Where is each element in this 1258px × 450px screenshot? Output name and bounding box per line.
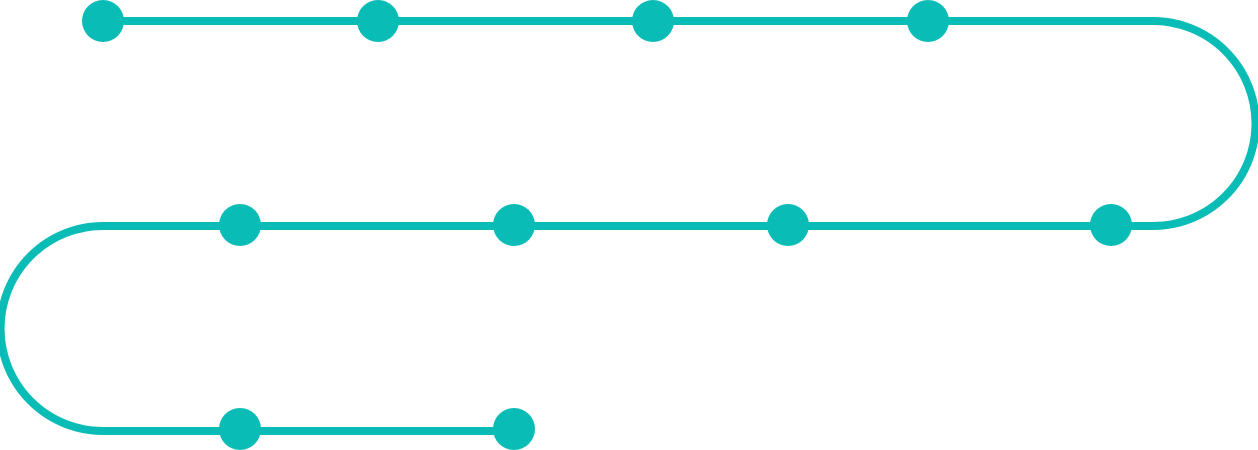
milestone-dot-9 (219, 408, 261, 450)
milestone-dot-7 (493, 204, 535, 246)
milestone-dot-10 (493, 408, 535, 450)
milestone-dot-2 (357, 0, 399, 42)
milestone-dot-5 (1090, 204, 1132, 246)
milestone-dot-6 (767, 204, 809, 246)
milestone-dot-3 (632, 0, 674, 42)
timeline-path (0, 17, 1258, 435)
milestone-dot-1 (82, 0, 124, 42)
milestone-dot-8 (219, 204, 261, 246)
milestone-dot-4 (907, 0, 949, 42)
